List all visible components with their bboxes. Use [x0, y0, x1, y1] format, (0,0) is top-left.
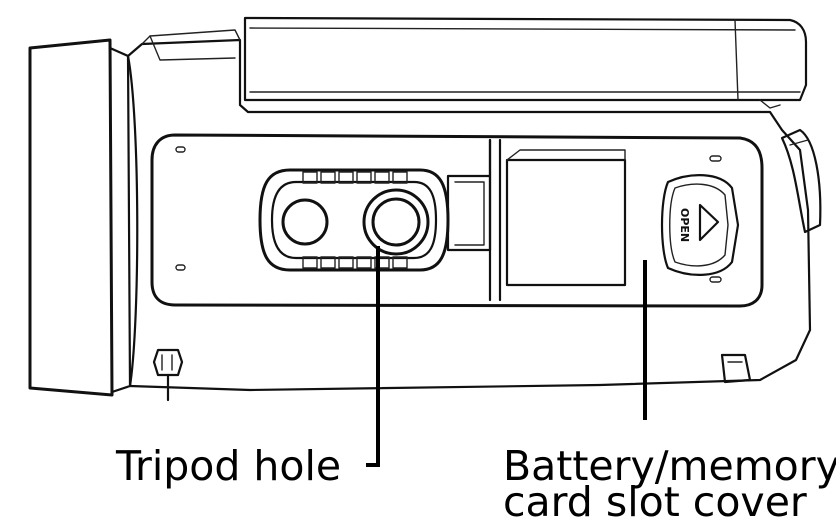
guide-pin-hole	[281, 198, 329, 246]
tripod-hole-leader	[366, 246, 380, 467]
battery-cover-label-line1: Battery/memory	[503, 442, 836, 490]
tripod-mount	[258, 168, 450, 272]
tripod-hole	[371, 197, 421, 247]
grip-ridges-bottom	[302, 256, 408, 269]
tripod-hole-outer	[362, 188, 430, 256]
open-latch: OPEN	[660, 174, 740, 276]
lens-barrel	[28, 38, 139, 397]
top-housing	[243, 16, 808, 109]
open-marking: OPEN	[678, 208, 691, 242]
grip-ridges-top	[302, 171, 408, 184]
camcorder-body	[126, 29, 812, 392]
battery-slot-cover	[446, 138, 627, 302]
tripod-hole-label: Tripod hole	[116, 442, 342, 490]
rear-foot	[720, 353, 752, 384]
strap-anchor	[152, 348, 184, 402]
battery-cover-label: Battery/memory card slot cover	[503, 442, 836, 526]
bottom-plate	[150, 133, 764, 308]
battery-cover-label-line2: card slot cover	[503, 478, 807, 526]
right-side-connector	[780, 128, 822, 234]
